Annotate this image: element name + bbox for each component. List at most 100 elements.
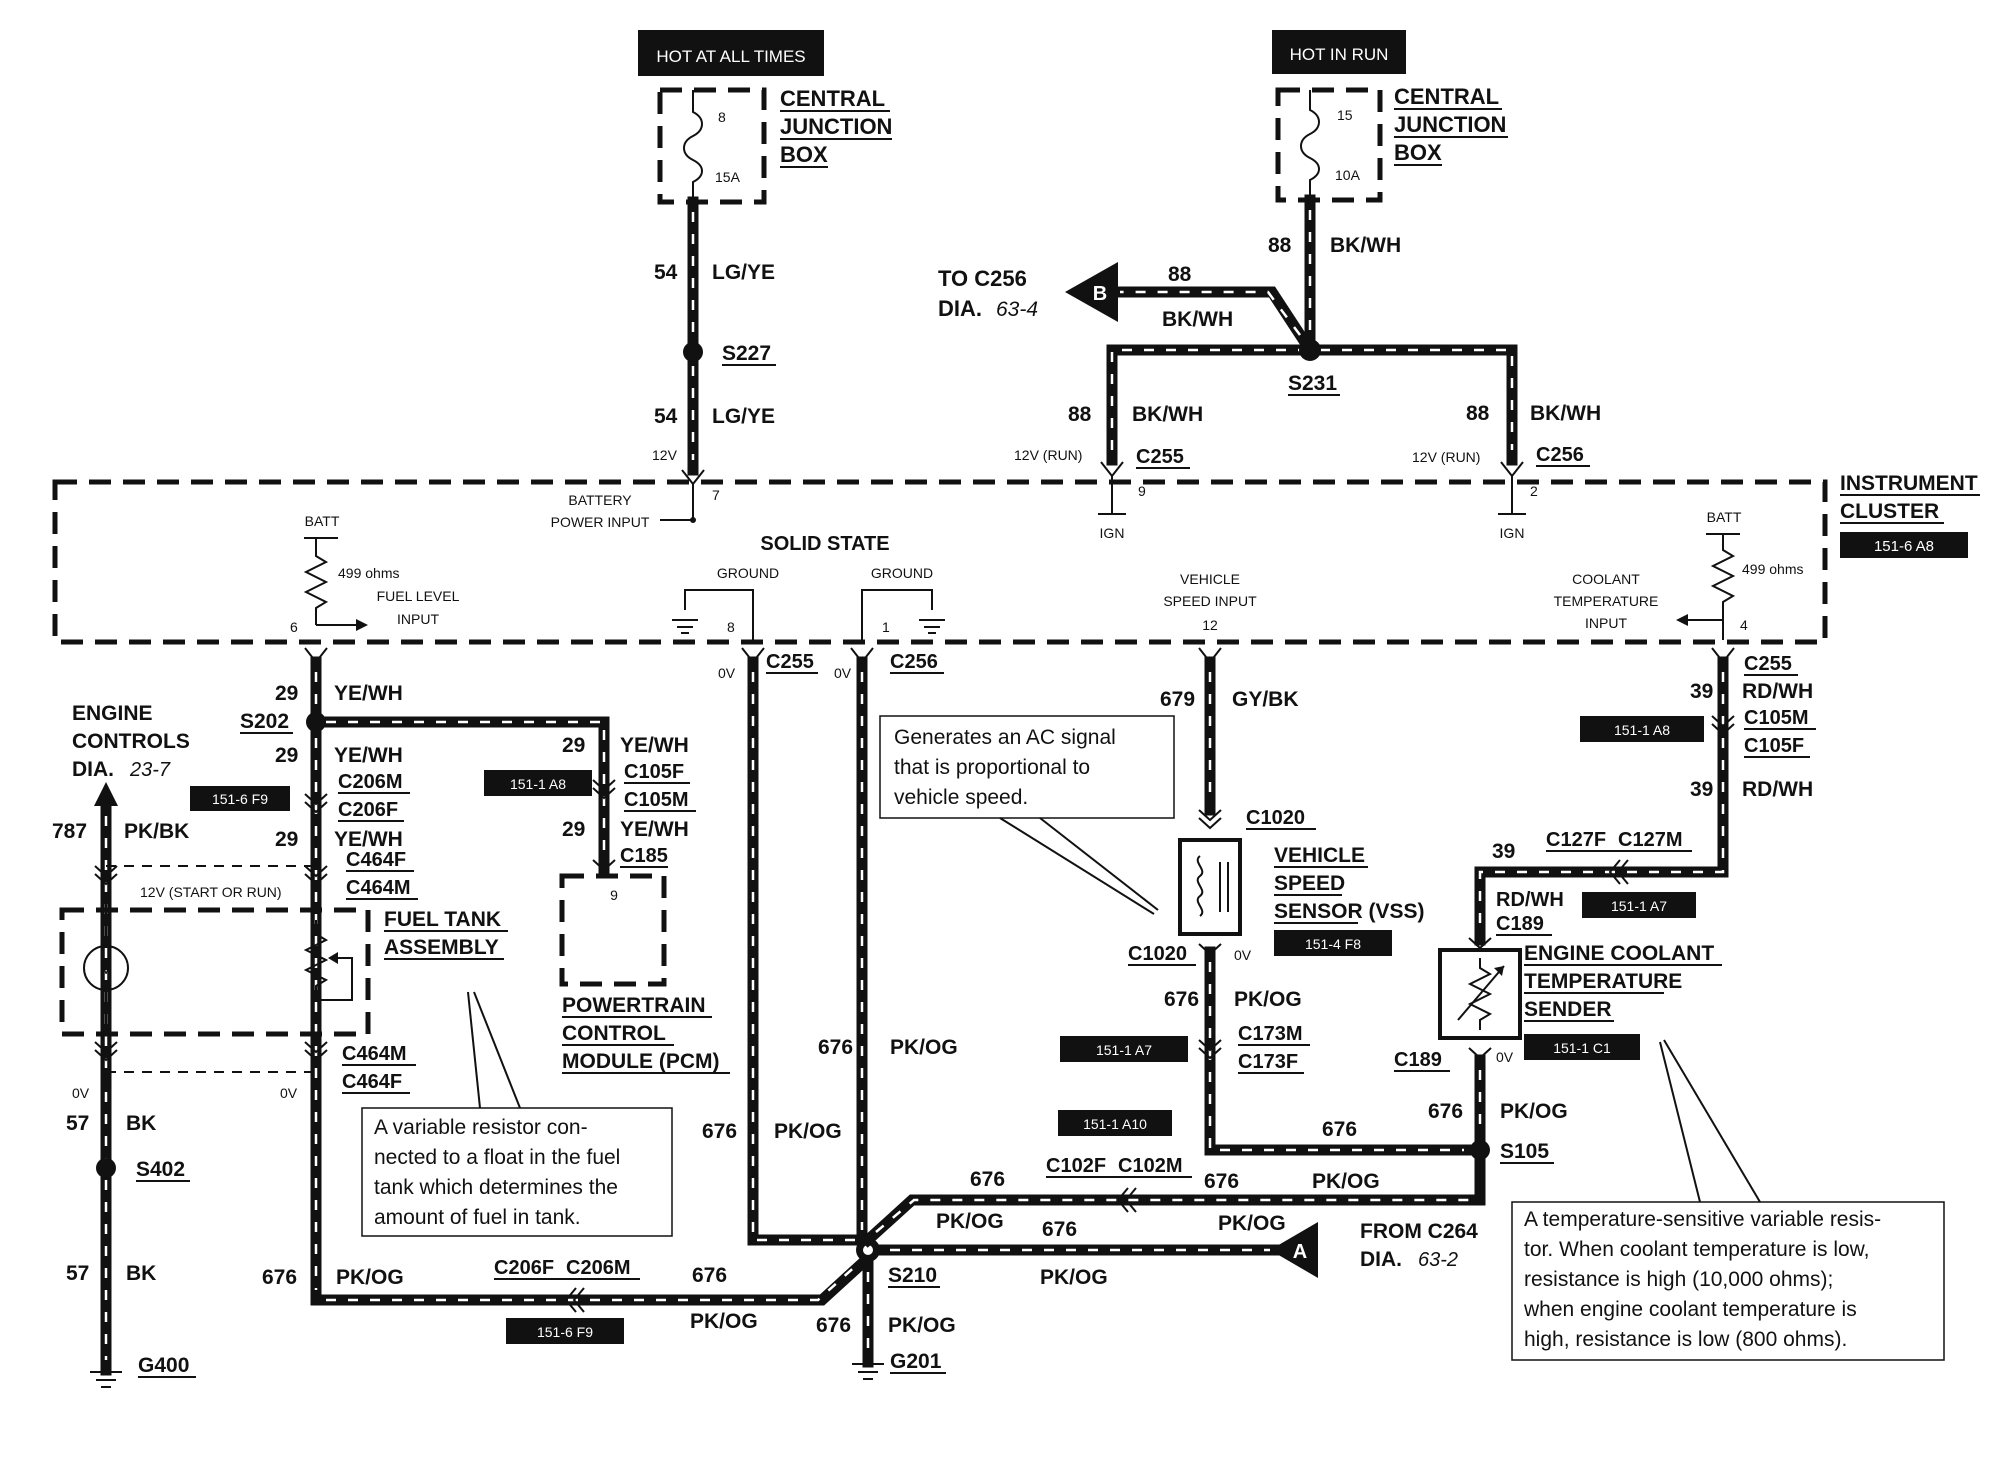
- pcm-label-2: CONTROL: [562, 1022, 666, 1045]
- wire-676-h5-color: PK/OG: [1218, 1212, 1286, 1235]
- ground-left-label: GROUND: [717, 565, 779, 581]
- from-c264-dia-number: 63-2: [1418, 1249, 1458, 1271]
- splice-s210-label: S210: [888, 1264, 937, 1287]
- wire-676-h2-number: 676: [1204, 1170, 1239, 1193]
- splice-s227-label: S227: [722, 342, 771, 365]
- fuse-right-number: 15: [1337, 107, 1353, 123]
- c105f-a-label: C105F: [624, 761, 684, 783]
- connector-b-arrow: [1065, 262, 1118, 322]
- wire-676-bm-number: 676: [692, 1264, 727, 1287]
- ign-left-label: IGN: [1100, 525, 1125, 541]
- c464f-label: C464F: [346, 849, 406, 871]
- c206f-b-label: C206F: [494, 1257, 554, 1279]
- solid-state-label: SOLID STATE: [760, 533, 889, 555]
- wire-29-b-color: YE/WH: [334, 744, 403, 767]
- engine-controls-dia: 23-7: [129, 759, 171, 781]
- c255-0v-label: 0V: [718, 665, 736, 681]
- start-run-12v: 12V (START OR RUN): [140, 884, 282, 900]
- wire-88-l-number: 88: [1068, 403, 1092, 426]
- wire-676-m2-color: PK/OG: [890, 1036, 958, 1059]
- cjb-left-box: [657, 87, 767, 205]
- batt-12v-label: 12V: [652, 447, 678, 463]
- pcm-label-1: POWERTRAIN: [562, 994, 706, 1017]
- wire-676-h4-color: PK/OG: [936, 1210, 1004, 1233]
- fuel-note-line-3: tank which determines the: [374, 1176, 618, 1199]
- wire-57-b-number: 57: [66, 1262, 89, 1285]
- ref-1a8-a-box: [484, 770, 592, 796]
- wire-676-h2-color: PK/OG: [1312, 1170, 1380, 1193]
- wire-676-h5-number: 676: [1042, 1218, 1077, 1241]
- wire-88-b-number: 88: [1168, 263, 1192, 286]
- instrument-cluster-box: [52, 479, 1828, 645]
- splice-s105-label: S105: [1500, 1140, 1549, 1163]
- wire-676-m1-number: 676: [702, 1120, 737, 1143]
- wire-29-d-color: YE/WH: [620, 734, 689, 757]
- pin12-label: 12: [1202, 617, 1218, 633]
- ref-1a7-b: 151-1 A7: [1611, 898, 1667, 914]
- vss-label-1: VEHICLE: [1274, 844, 1365, 867]
- coolant-temp-input-2: TEMPERATURE: [1554, 593, 1659, 609]
- splice-s227: [683, 342, 703, 362]
- pin7-label: 7: [712, 487, 720, 503]
- c206m-label: C206M: [338, 771, 402, 793]
- wire-676-bl-number: 676: [262, 1266, 297, 1289]
- wire-39-a-number: 39: [1690, 680, 1713, 703]
- wire-88-b-color: BK/WH: [1162, 308, 1233, 331]
- coolant-temp-input-3: INPUT: [1585, 615, 1627, 631]
- splice-s231-label: S231: [1288, 372, 1337, 395]
- left-0v-label: 0V: [72, 1085, 90, 1101]
- wire-88-l-color: BK/WH: [1132, 403, 1203, 426]
- ect-note-line-1: A temperature-sensitive variable resis-: [1524, 1208, 1881, 1231]
- c102m-label: C102M: [1118, 1155, 1182, 1177]
- ref-6f9: 151-6 F9: [212, 791, 268, 807]
- wire-676-g-number: 676: [816, 1314, 851, 1337]
- ref-1a8-b-box: [1580, 716, 1704, 742]
- c464m-b-label: C464M: [342, 1043, 406, 1065]
- vss-0v-label: 0V: [1234, 947, 1252, 963]
- c256-top-label: C256: [1536, 444, 1584, 466]
- vehicle-speed-input-2: SPEED INPUT: [1163, 593, 1257, 609]
- ref-1c1: 151-1 C1: [1553, 1040, 1611, 1056]
- wire-676-vss-number: 676: [1164, 988, 1199, 1011]
- instrument-cluster-label-1: INSTRUMENT: [1840, 472, 1978, 495]
- c102f-label: C102F: [1046, 1155, 1106, 1177]
- wire-29-a-color: YE/WH: [334, 682, 403, 705]
- rdwh-c-label: RD/WH: [1496, 889, 1564, 911]
- connector-a-arrow: [1270, 1222, 1318, 1278]
- c464m-label: C464M: [346, 877, 410, 899]
- fuel-ohms-label: 499 ohms: [338, 565, 399, 581]
- ect-label-2: TEMPERATURE: [1524, 970, 1682, 993]
- splice-s231: [1299, 339, 1321, 361]
- ect-label-1: ENGINE COOLANT: [1524, 942, 1714, 965]
- splice-s402: [96, 1158, 116, 1178]
- run-12v-right: 12V (RUN): [1412, 449, 1480, 465]
- c256-0v-label: 0V: [834, 665, 852, 681]
- wire-787-number: 787: [52, 820, 87, 843]
- ref-1a8-b: 151-1 A8: [1614, 722, 1670, 738]
- wire-676-h3-number: 676: [970, 1168, 1005, 1191]
- pin1-label: 1: [882, 619, 890, 635]
- wire-54-number-b: 54: [654, 405, 678, 428]
- fuse-right-amperage: 10A: [1335, 167, 1361, 183]
- c173m-label: C173M: [1238, 1023, 1302, 1045]
- to-c256-dia-number: 63-4: [996, 298, 1038, 321]
- wire-676-ect-number: 676: [1428, 1100, 1463, 1123]
- pkog-h6-label: PK/OG: [1040, 1266, 1108, 1289]
- ect-note-line-5: high, resistance is low (800 ohms).: [1524, 1328, 1847, 1351]
- ref-1a10-box: [1058, 1110, 1172, 1136]
- fuse-right-icon: [1300, 90, 1320, 200]
- wire-54-number-a: 54: [654, 261, 678, 284]
- ref-4f8-box: [1274, 930, 1392, 956]
- pcm-box: [559, 873, 667, 987]
- wire-29-c-number: 29: [275, 828, 298, 851]
- pin6-label: 6: [290, 619, 298, 635]
- wire-88-r-color: BK/WH: [1530, 402, 1601, 425]
- hot-at-all-times-label: HOT AT ALL TIMES: [656, 47, 805, 66]
- ref-1c1-box: [1524, 1034, 1640, 1060]
- coolant-ohms-label: 499 ohms: [1742, 561, 1803, 577]
- ref-6f9-b-box: [506, 1318, 624, 1344]
- wire-54-color-a: LG/YE: [712, 261, 775, 284]
- c1020-bot-label: C1020: [1128, 943, 1187, 965]
- wire-39-b-color: RD/WH: [1742, 778, 1813, 801]
